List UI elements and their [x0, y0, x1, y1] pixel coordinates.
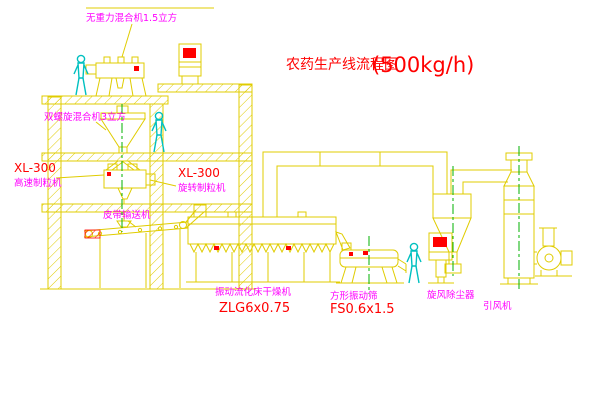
dryer-top-ports — [227, 211, 307, 217]
lower-panel-display — [433, 237, 447, 247]
granulator-indicator — [107, 172, 111, 176]
cyclone-outlet-inner — [462, 181, 508, 194]
label-fan: 引风机 — [483, 300, 512, 312]
screen-legs — [336, 266, 404, 284]
centerlines — [121, 104, 520, 294]
labels: 无重力混合机1.5立方 双螺旋混合机3立方 XL-300 高速制粒机 XL-30… — [14, 12, 512, 317]
dryer-indicator-2 — [286, 246, 291, 250]
control-panel-upper — [178, 43, 202, 85]
duct-inner-line — [276, 165, 434, 217]
gravity-mixer — [85, 56, 147, 97]
screen-inlet — [341, 242, 352, 251]
worker-figure-ground — [406, 242, 422, 284]
duct-outer-line — [262, 151, 448, 217]
dryer-indicator-1 — [214, 246, 219, 250]
exhaust-duct — [262, 151, 448, 217]
gravity-mixer-indicator — [134, 66, 139, 71]
granulator-port-1 — [107, 163, 118, 171]
label-dryer-name: 振动流化床干燥机 — [215, 286, 292, 298]
building-column-left — [47, 96, 62, 290]
leader-gravity-mixer — [121, 23, 133, 58]
granulator-discharge-cone — [117, 187, 133, 200]
label-screen-model: FS0.6x1.5 — [330, 302, 395, 317]
upper-panel-display — [183, 48, 196, 58]
label-granulator-left-model: XL-300 — [14, 161, 56, 175]
gravity-mixer-feed-ports — [103, 56, 139, 63]
label-belt-conveyor: 皮带输送机 — [103, 209, 151, 221]
screw-mixer-cone — [100, 118, 146, 148]
diagram-title: 农药生产线流程图 — [286, 57, 398, 73]
screw-mixer-discharge — [118, 146, 128, 154]
fan-motor — [560, 250, 573, 266]
leader-lines — [55, 23, 177, 228]
gravity-mixer-discharge — [115, 77, 125, 89]
fan-base — [535, 270, 572, 277]
upper-panel-base — [181, 75, 199, 85]
leader-screw-mixer — [95, 121, 107, 131]
screen-indicator-1 — [349, 252, 353, 256]
building-structure — [40, 83, 256, 290]
building-slab-second — [41, 152, 253, 162]
granulator — [103, 163, 156, 228]
conveyor-feed-hatch — [84, 229, 101, 239]
cyclone-cylinder — [432, 193, 472, 219]
diagram-title-capacity: (500kg/h) — [372, 53, 474, 77]
upper-panel-lines — [179, 61, 201, 68]
cyclone-outlet-outer — [450, 169, 512, 194]
screw-mixer-y-chute — [105, 160, 141, 171]
label-granulator-right-name: 旋转制粒机 — [178, 182, 226, 194]
dryer-discharge-chute — [335, 231, 351, 251]
control-panel-lower — [428, 232, 454, 284]
duct-flanges — [319, 152, 381, 166]
conveyor-head-pulley — [179, 221, 187, 229]
building-column-right — [238, 84, 253, 290]
granulator-motor — [145, 173, 156, 186]
fan-hub — [544, 253, 554, 263]
dryer-feed-inlet — [193, 204, 207, 218]
fan-volute — [536, 245, 562, 271]
label-screw-mixer: 双螺旋混合机3立方 — [44, 111, 126, 123]
cyclone-dip-tube — [448, 252, 458, 264]
lower-panel-pedestal — [435, 259, 447, 278]
dryer-base-frame — [186, 252, 340, 283]
building-slab-top — [41, 95, 169, 105]
worker-figure-top-floor — [73, 54, 89, 96]
label-dust-collector: 旋风除尘器 — [427, 289, 475, 301]
conveyor-discharge-chute — [185, 209, 205, 229]
building-slab-third — [41, 203, 253, 213]
induced-draft-fan — [534, 227, 573, 277]
label-screen-name: 方形振动筛 — [330, 290, 378, 302]
belt-conveyor — [83, 209, 205, 288]
building-beam-top-right — [157, 83, 253, 93]
granulator-port-2 — [127, 163, 138, 171]
leader-conveyor — [127, 220, 137, 228]
label-dryer-model: ZLG6x0.75 — [219, 301, 290, 316]
fan-inlet-duct — [534, 251, 537, 265]
fluid-bed-dryer — [186, 204, 351, 283]
leader-granulator-right — [149, 179, 177, 187]
gravity-mixer-legs — [95, 77, 147, 97]
label-granulator-left-name: 高速制粒机 — [14, 177, 62, 189]
conveyor-legs — [99, 229, 181, 288]
screen-discharge — [397, 258, 407, 273]
fan-outlet-stack — [542, 227, 555, 247]
screen-indicator-2 — [363, 251, 368, 255]
label-granulator-right-model: XL-300 — [178, 166, 220, 180]
label-gravity-mixer: 无重力混合机1.5立方 — [86, 12, 177, 24]
lower-panel-base — [428, 277, 454, 284]
dryer-springs — [189, 242, 335, 254]
leader-granulator-left — [55, 174, 105, 179]
cyclone-separator — [432, 169, 512, 274]
dryer-body — [187, 216, 337, 245]
